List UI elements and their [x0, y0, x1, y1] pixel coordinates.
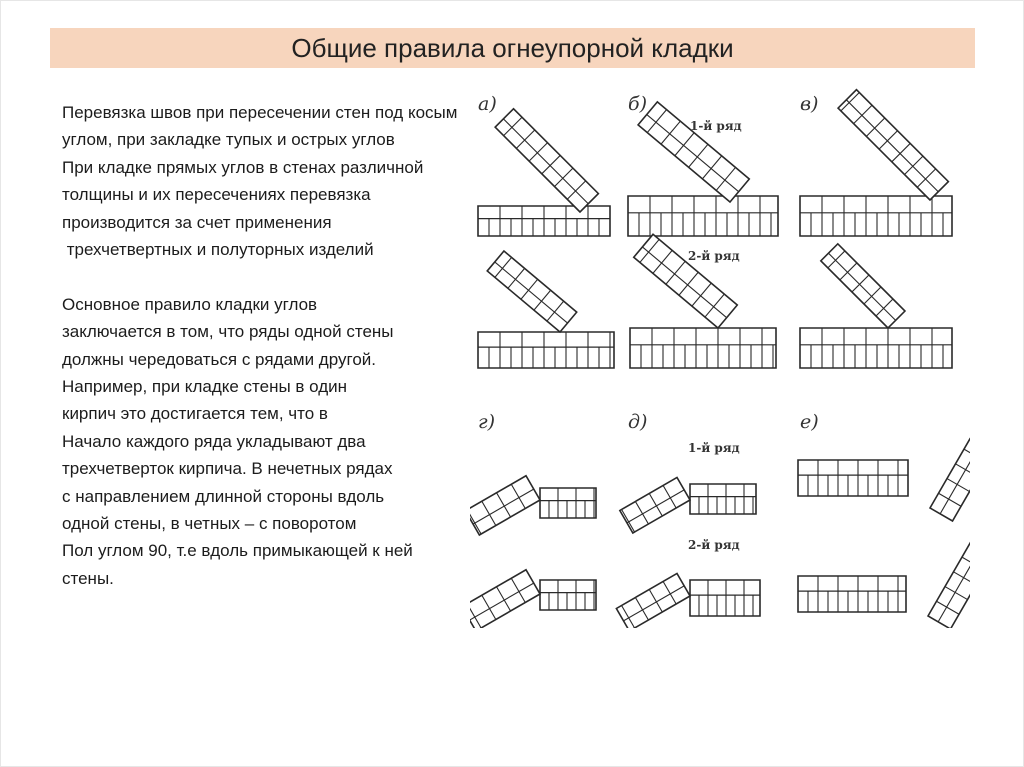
text-line: с направлением длинной стороны вдоль: [62, 486, 385, 506]
body-text: Перевязка швов при пересечении стен под …: [62, 99, 532, 592]
text-line: одной стены, в четных – с поворотом: [62, 514, 357, 534]
text-line: толщины и их пересечениях перевязка: [62, 185, 371, 205]
text-line: кирпич это достигается тем, что в: [62, 404, 328, 424]
text-line: должны чередоваться с рядами другой.: [62, 349, 376, 369]
panel-label-e: е): [800, 411, 819, 433]
text-line: Например, при кладке стены в один: [62, 377, 348, 397]
text-line: углом, при закладке тупых и острых углов: [62, 130, 395, 150]
title-bar: Общие правила огнеупорной кладки: [50, 28, 975, 68]
panel-label-b: б): [628, 93, 647, 115]
panel-label-a: а): [478, 93, 497, 115]
panel-label-v: в): [800, 93, 818, 115]
text-line: При кладке прямых углов в стенах различн…: [62, 157, 424, 177]
masonry-diagram: а) б) в) г) д) е) 1-й ряд 2-й ряд 1-й ря…: [470, 88, 970, 628]
text-line: заключается в том, что ряды одной стены: [62, 322, 394, 342]
row-label-1: 1-й ряд: [690, 119, 742, 133]
row-label-2: 2-й ряд: [688, 249, 740, 263]
row-label-3: 1-й ряд: [688, 441, 740, 455]
text-line: Основное правило кладки углов: [62, 294, 318, 314]
paragraph-gap: [62, 263, 532, 290]
text-line: Пол углом 90, т.е вдоль примыкающей к не…: [62, 541, 413, 561]
text-line: Перевязка швов при пересечении стен под …: [62, 103, 458, 122]
text-line: трехчетверток кирпича. В нечетных рядах: [62, 459, 393, 479]
text-line: стены.: [62, 568, 114, 588]
text-line: Начало каждого ряда укладывают два: [62, 431, 366, 451]
text-line: производится за счет применения: [62, 212, 332, 232]
panel-label-g: г): [478, 411, 495, 433]
row-label-4: 2-й ряд: [688, 538, 740, 552]
text-line: трехчетвертных и полуторных изделий: [62, 240, 374, 260]
slide-title: Общие правила огнеупорной кладки: [291, 33, 734, 63]
panel-label-d: д): [628, 411, 647, 433]
masonry-diagram-svg: а) б) в) г) д) е) 1-й ряд 2-й ряд 1-й ря…: [470, 88, 970, 628]
